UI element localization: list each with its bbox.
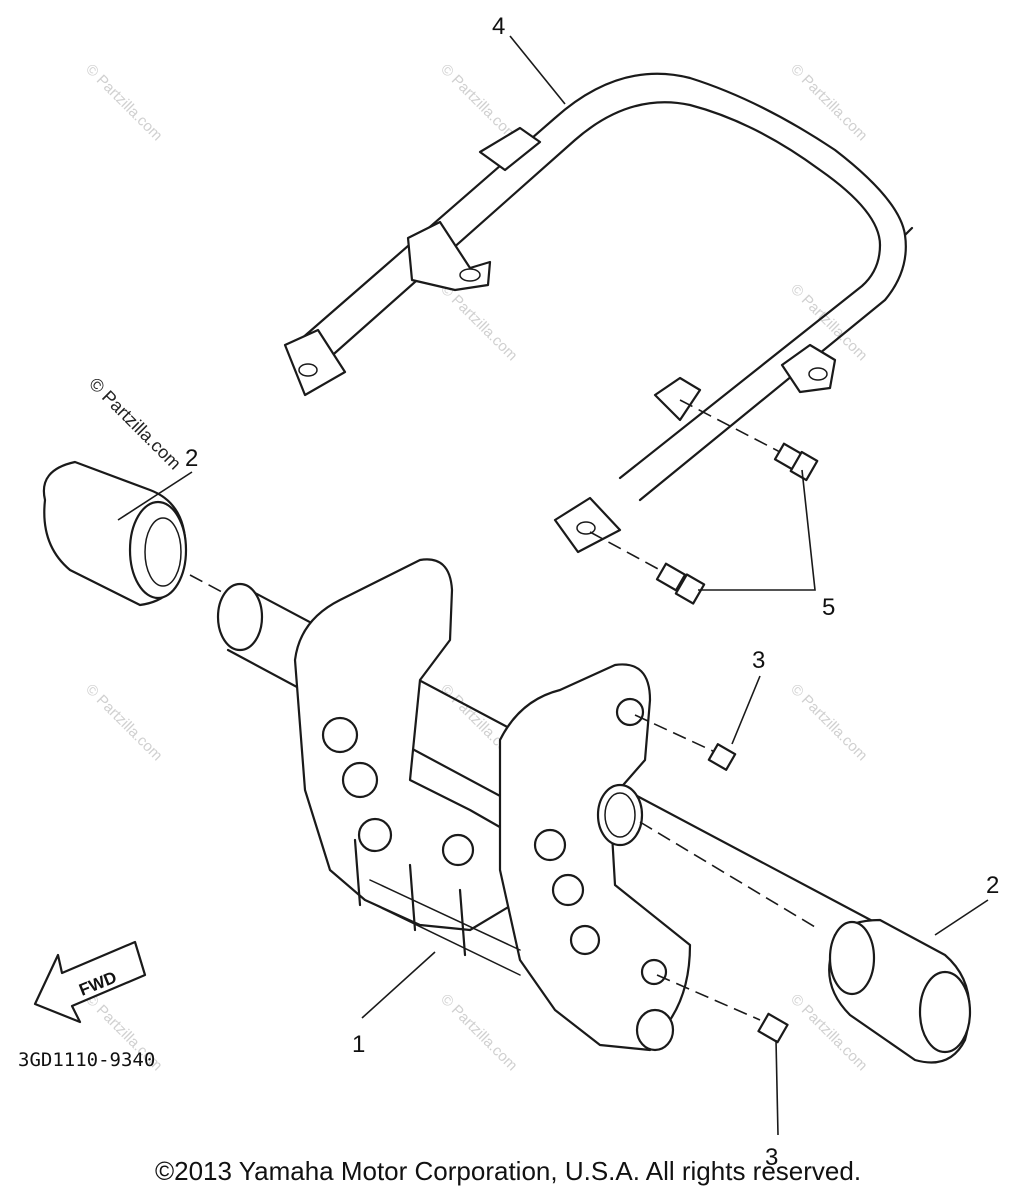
bolt-3-lower [757, 1012, 789, 1044]
watermark: © Partzilla.com [787, 61, 870, 144]
watermark: © Partzilla.com [82, 61, 165, 144]
bolt-3-upper [707, 743, 737, 771]
watermark: © Partzilla.com [787, 681, 870, 764]
watermark: © Partzilla.com [437, 991, 520, 1074]
grab-bar-part [283, 72, 914, 554]
copyright-notice: ©2013 Yamaha Motor Corporation, U.S.A. A… [154, 1156, 862, 1186]
end-cap-right [828, 918, 972, 1064]
callout-part-3-upper: 3 [752, 647, 765, 674]
watermark-dark: © Partzilla.com [85, 374, 185, 474]
callout-part-2-right: 2 [986, 872, 999, 899]
watermark: © Partzilla.com [437, 281, 520, 364]
watermark: © Partzilla.com [437, 61, 520, 144]
callout-part-3-lower: 3 [765, 1144, 778, 1171]
callout-part-1: 1 [352, 1031, 365, 1058]
bolt-5-lower [655, 562, 706, 605]
bolt-5-upper [773, 442, 819, 482]
callout-part-2-left: 2 [185, 445, 198, 472]
callout-part-5: 5 [822, 594, 835, 621]
end-cap-left [42, 460, 188, 607]
bumper-assembly [216, 558, 882, 1052]
drawing-code: 3GD1110-9340 [18, 1049, 155, 1071]
watermark: © Partzilla.com [82, 681, 165, 764]
callout-part-4: 4 [492, 13, 505, 40]
